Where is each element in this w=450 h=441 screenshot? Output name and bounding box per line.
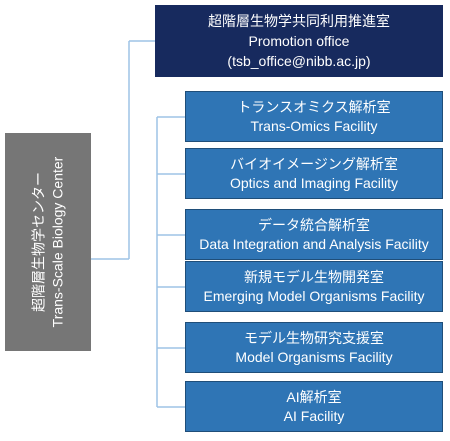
facility-name-ja: データ統合解析室 [258,216,370,233]
facility-name-en: AI Facility [283,407,345,424]
center-box: 超階層生物学センター Trans-Scale Biology Center [5,133,91,351]
facility-name-ja: 新規モデル生物開発室 [244,268,384,285]
promotion-email: (tsb_office@nibb.ac.jp) [227,53,371,69]
facility-name-en: Emerging Model Organisms Facility [203,287,425,304]
facility-name-ja: モデル生物研究支援室 [244,329,384,346]
facility-name-en: Optics and Imaging Facility [229,174,399,191]
facility-name-en: Trans-Omics Facility [250,117,378,134]
promotion-name-en: Promotion office [248,33,350,49]
facility-optics-imaging: バイオイメージング解析室 Optics and Imaging Facility [185,148,443,199]
facility-emerging-model-organisms: 新規モデル生物開発室 Emerging Model Organisms Faci… [185,261,443,312]
facility-data-integration: データ統合解析室 Data Integration and Analysis F… [185,209,443,260]
facility-model-organisms: モデル生物研究支援室 Model Organisms Facility [185,322,443,373]
facility-trans-omics: トランスオミクス解析室 Trans-Omics Facility [185,91,443,142]
center-label: 超階層生物学センター Trans-Scale Biology Center [29,157,67,328]
facility-name-ja: トランスオミクス解析室 [237,98,391,115]
promotion-office-box: 超階層生物学共同利用推進室 Promotion office (tsb_offi… [155,5,443,77]
facility-name-en: Model Organisms Facility [235,348,393,365]
promotion-name-ja: 超階層生物学共同利用推進室 [208,13,390,29]
center-name-ja: 超階層生物学センター [30,172,47,313]
facility-name-en: Data Integration and Analysis Facility [199,235,429,252]
facility-name-ja: AI解析室 [286,388,342,405]
facility-name-ja: バイオイメージング解析室 [230,155,398,172]
center-name-en: Trans-Scale Biology Center [49,156,66,328]
facility-ai: AI解析室 AI Facility [185,381,443,432]
